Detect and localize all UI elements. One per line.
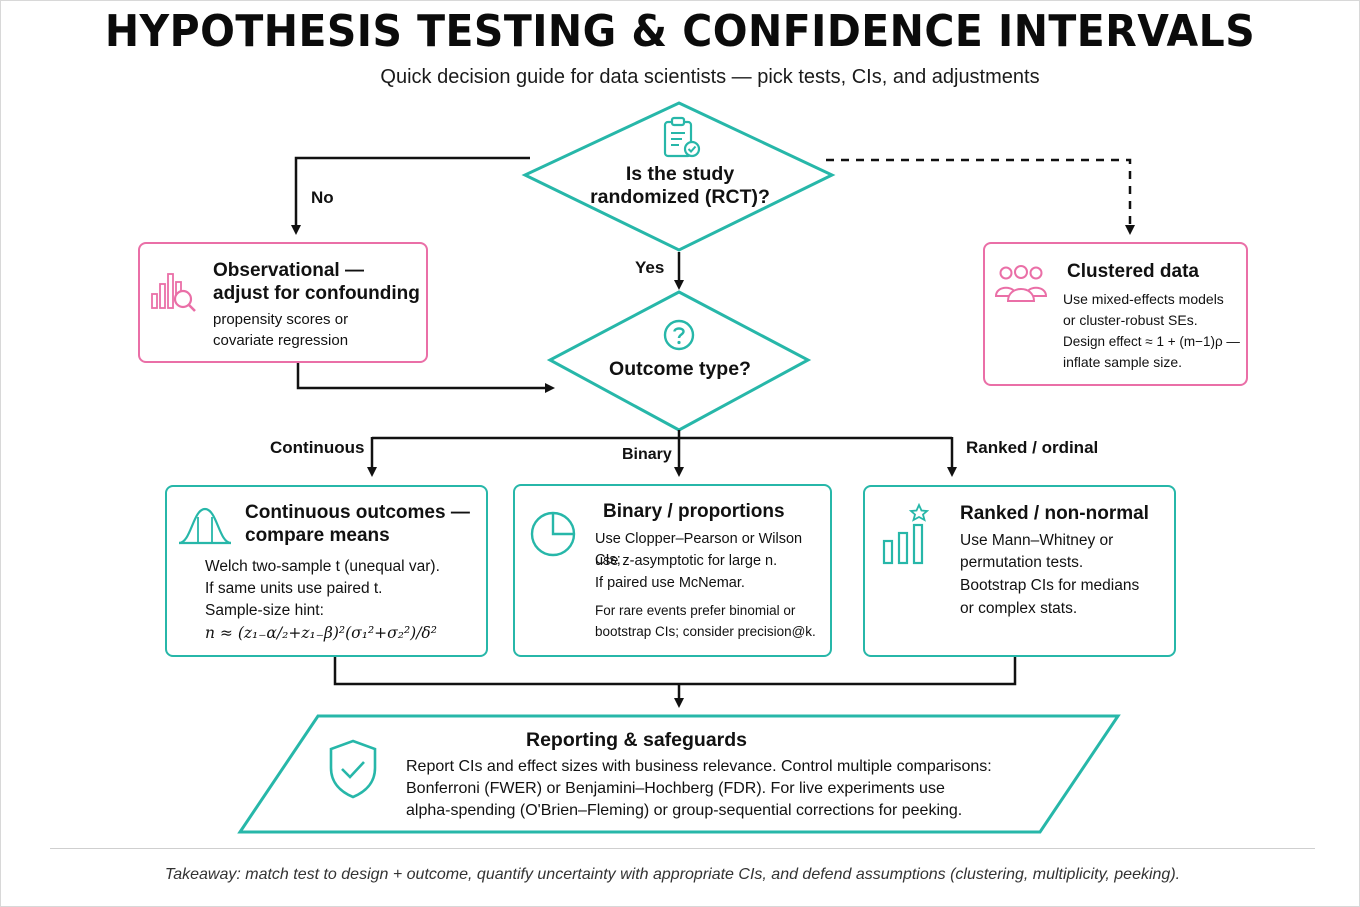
ranked-line-4: or complex stats. [960, 600, 1078, 617]
page-title: HYPOTHESIS TESTING & CONFIDENCE INTERVAL… [104, 6, 1256, 57]
continuous-line-2: If same units use paired t. [205, 580, 383, 597]
edge-label-yes: Yes [635, 258, 665, 277]
reporting-title: Reporting & safeguards [526, 729, 748, 751]
clustered-line-4: inflate sample size. [1063, 354, 1183, 370]
binary-line-1: Use Clopper–Pearson or Wilson CIs; [595, 531, 803, 568]
reporting-shape [237, 714, 1121, 834]
decision-randomized-text: Is the study randomized (RCT)? [590, 163, 770, 208]
observational-box: Observational — adjust for confounding p… [138, 242, 428, 363]
edge-observational [296, 363, 555, 393]
decision-outcome-text: Outcome type? [609, 358, 751, 380]
ranked-box: Ranked / non-normal Use Mann–Whitney or … [863, 485, 1176, 657]
binary-note-2: bootstrap CIs; consider precision@k. [595, 624, 816, 639]
ranked-line-1: Use Mann–Whitney or [960, 532, 1114, 549]
clustered-line-3: Design effect ≈ 1 + (m−1)ρ — [1063, 334, 1240, 349]
edge-label-continuous: Continuous [270, 438, 365, 457]
continuous-box: Continuous outcomes — compare means Welc… [165, 485, 488, 657]
clustered-title: Clustered data [1067, 261, 1199, 282]
edge-no [291, 156, 530, 235]
continuous-line-3: Sample-size hint: [205, 602, 324, 619]
binary-title: Binary / proportions [603, 501, 785, 522]
binary-line-2: use z-asymptotic for large n. [595, 553, 778, 569]
edge-split [372, 430, 952, 440]
reporting-line-1: Report CIs and effect sizes with busines… [406, 758, 992, 775]
continuous-title-2: compare means [245, 525, 390, 546]
observational-title-1: Observational — [213, 260, 364, 281]
chart-search-icon [151, 273, 196, 312]
binary-note-1: For rare events prefer binomial or [595, 603, 796, 618]
clustered-box: Clustered data Use mixed-effects models … [983, 242, 1248, 386]
observational-title-2: adjust for confounding [213, 283, 420, 304]
reporting-line-3: alpha-spending (O'Brien–Fleming) or grou… [406, 802, 963, 819]
clipboard-check-icon [663, 116, 701, 158]
observational-body-1: propensity scores or [213, 311, 349, 328]
observational-body-2: covariate regression [213, 332, 349, 349]
continuous-title-1: Continuous outcomes — [245, 502, 470, 523]
binary-line-3: If paired use McNemar. [595, 575, 745, 591]
edge-clustered [826, 158, 1135, 235]
decision-randomized-shape [521, 101, 836, 252]
page-subtitle: Quick decision guide for data scientists… [380, 66, 1040, 88]
footer-divider [50, 848, 1315, 849]
pie-chart-icon [530, 511, 576, 557]
clustered-line-1: Use mixed-effects models [1063, 291, 1224, 307]
continuous-formula: n ≈ (z₁₋α/₂+z₁₋β)²(σ₁²+σ₂²)/δ² [205, 624, 437, 642]
edge-merge [333, 657, 1017, 686]
takeaway-text: Takeaway: match test to design + outcome… [164, 866, 1181, 883]
binary-box: Binary / proportions Use Clopper–Pearson… [513, 484, 832, 657]
bar-chart-star-icon [882, 503, 929, 565]
question-circle-icon [663, 319, 695, 351]
clustered-line-2: or cluster-robust SEs. [1063, 312, 1198, 328]
people-group-icon [994, 265, 1048, 302]
ranked-line-2: permutation tests. [960, 554, 1084, 571]
bell-curve-icon [178, 507, 232, 545]
continuous-line-1: Welch two-sample t (unequal var). [205, 558, 440, 575]
reporting-line-2: Bonferroni (FWER) or Benjamini–Hochberg … [406, 780, 945, 797]
edge-label-no: No [311, 188, 334, 207]
edge-label-ranked: Ranked / ordinal [966, 438, 1099, 457]
ranked-line-3: Bootstrap CIs for medians [960, 577, 1140, 594]
shield-check-icon [329, 739, 377, 799]
ranked-title: Ranked / non-normal [960, 503, 1149, 524]
edge-label-binary: Binary [622, 446, 672, 463]
